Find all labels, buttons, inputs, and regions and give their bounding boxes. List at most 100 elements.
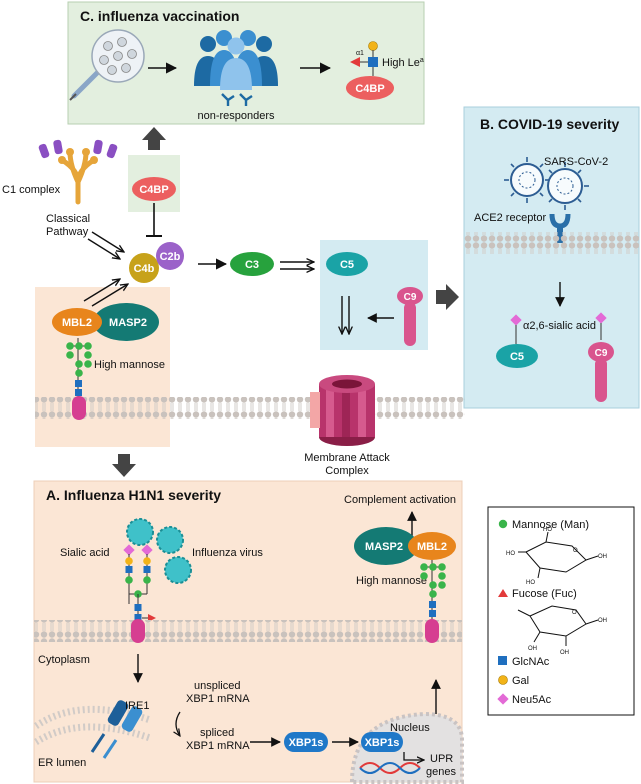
- high-mannose-label: High mannose: [94, 359, 165, 371]
- high-mannose-glycan-influenza: [420, 560, 446, 620]
- upr-label-1: UPR: [430, 753, 453, 765]
- masp2-node-influenza: [354, 527, 418, 565]
- panel-influenza: A. Influenza H1N1 severity Sialic acid I…: [33, 480, 464, 784]
- er-membrane: [34, 705, 152, 745]
- c4b-label: C4b: [134, 263, 155, 275]
- membrane-protein: [72, 396, 86, 420]
- legend-fucose: Fucose (Fuc): [512, 588, 577, 600]
- alpha1-label: α1: [356, 50, 364, 57]
- c2b-node: [156, 242, 184, 270]
- mac-label-2: Complex: [325, 465, 369, 477]
- membrane-protein-left: [131, 619, 145, 643]
- influenza-virus-label: Influenza virus: [192, 547, 263, 559]
- c9-node: [397, 287, 423, 346]
- svg-text:O: O: [572, 610, 577, 616]
- mannose-legend-icon: [498, 519, 508, 529]
- c9-label: C9: [404, 292, 417, 303]
- unspliced-label-2: XBP1 mRNA: [186, 693, 250, 705]
- panel-vaccination: C. influenza vaccination: [67, 1, 425, 125]
- c2b-label: C2b: [160, 251, 181, 263]
- masp2-label: MASP2: [109, 317, 147, 329]
- xbp1s-node: [284, 732, 328, 752]
- c3-label: C3: [245, 259, 259, 271]
- a26-sialic-acid-label: α2,6-sialic acid: [523, 320, 596, 332]
- sars-cov-2-icon: [504, 157, 589, 210]
- mbl2-label: MBL2: [62, 317, 92, 329]
- c4bp-label-vaccination: C4BP: [355, 83, 384, 95]
- c4bp-node: [132, 177, 176, 201]
- svg-text:HO: HO: [506, 551, 515, 557]
- c9-label-covid: C9: [595, 348, 608, 359]
- panel-vaccination-title: C. influenza vaccination: [80, 8, 239, 24]
- c1-complex-label: C1 complex: [2, 184, 61, 196]
- xbp1s-node-nuclear: [361, 732, 403, 752]
- glycan-legend: Mannose (Man) HO HO HO O OH Fucose (Fuc)…: [487, 506, 635, 716]
- ace2-receptor-label: ACE2 receptor: [474, 212, 546, 224]
- fucose-structure: [517, 605, 599, 646]
- mannose-structure: [518, 531, 599, 579]
- svg-text:OH: OH: [560, 650, 569, 656]
- down-arrow-icon: [112, 454, 136, 477]
- membrane-covid: [464, 232, 639, 254]
- panel-influenza-title: A. Influenza H1N1 severity: [46, 487, 221, 503]
- spliced-label-2: XBP1 mRNA: [186, 740, 250, 752]
- mbl2-node: [52, 308, 102, 336]
- cytoplasm-label: Cytoplasm: [38, 654, 90, 666]
- c9-node-covid: [588, 342, 614, 402]
- membrane-main: [35, 397, 465, 419]
- up-arrow-icon: [142, 127, 166, 150]
- neu5ac-legend-icon: [497, 693, 509, 705]
- mbl2-label-influenza: MBL2: [417, 541, 447, 553]
- complement-activation-label: Complement activation: [344, 494, 456, 506]
- classical-pathway-label-2: Pathway: [46, 226, 89, 238]
- syringe-icon: [69, 29, 145, 101]
- svg-text:O: O: [573, 548, 578, 554]
- ire1-icon: [90, 700, 143, 759]
- right-arrow-icon: [436, 284, 459, 310]
- c4bp-label: C4BP: [139, 184, 168, 196]
- svg-text:OH: OH: [598, 554, 607, 560]
- xbp1s-label-nuclear: XBP1s: [365, 737, 400, 749]
- c5-node-covid: [496, 344, 538, 368]
- svg-text:OH: OH: [528, 646, 537, 652]
- mac-label-1: Membrane Attack: [304, 452, 390, 464]
- masp2-label-influenza: MASP2: [365, 541, 403, 553]
- c4bp-node-vaccination: [346, 76, 394, 100]
- panel-covid: B. COVID-19 severity SARS-CoV-2 ACE2 rec…: [463, 106, 640, 409]
- gal-legend-icon: [498, 675, 508, 685]
- nucleus-icon: [349, 711, 464, 784]
- membrane-protein-right: [425, 619, 439, 643]
- people-icon: [194, 30, 278, 106]
- fucose-legend-icon: [498, 589, 508, 597]
- c4b-node: [129, 253, 159, 283]
- upr-label-2: genes: [426, 766, 456, 778]
- spliced-label-1: spliced: [200, 727, 234, 739]
- legend-gal: Gal: [512, 675, 529, 687]
- mbl2-node-influenza: [408, 532, 456, 560]
- unspliced-label-1: unspliced: [194, 680, 240, 692]
- sars-cov-2-label: SARS-CoV-2: [544, 156, 608, 168]
- lewis-a-glycan: α1 High Lea: [350, 41, 424, 76]
- c1-complex-icon: [38, 139, 118, 205]
- er-lumen-label: ER lumen: [38, 757, 86, 769]
- sialic-acid-label: Sialic acid: [60, 547, 110, 559]
- influenza-virus-icon: [126, 518, 192, 584]
- svg-text:OH: OH: [598, 618, 607, 624]
- legend-glcnac: GlcNAc: [512, 656, 550, 668]
- nucleus-label: Nucleus: [390, 722, 430, 734]
- svg-text:HO: HO: [526, 580, 535, 586]
- ire1-label: IRE1: [125, 700, 149, 712]
- high-lea-label: High Lea: [382, 57, 424, 69]
- glcnac-legend-icon: [498, 656, 507, 665]
- membrane-attack-complex-icon: [310, 375, 375, 446]
- c5-label: C5: [340, 259, 354, 271]
- classical-pathway-label-1: Classical: [46, 213, 90, 225]
- xbp1s-label: XBP1s: [289, 737, 324, 749]
- c5-label-covid: C5: [510, 351, 524, 363]
- high-mannose-label-influenza: High mannose: [356, 575, 427, 587]
- neu5ac-on-c5: [510, 314, 522, 326]
- c3-node: [230, 252, 274, 276]
- c5-node: [326, 252, 368, 276]
- svg-text:HO: HO: [543, 527, 552, 533]
